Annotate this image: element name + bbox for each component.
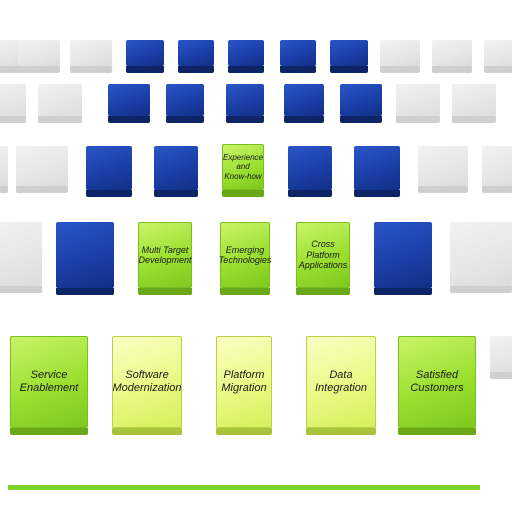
service-label: Service Enablement bbox=[19, 369, 79, 394]
multi-target-block: Multi Target Development bbox=[138, 222, 192, 295]
ghost-block bbox=[0, 84, 26, 123]
blue-block bbox=[374, 222, 432, 295]
blue-block bbox=[280, 40, 316, 73]
satisfied-block: Satisfied Customers bbox=[398, 336, 476, 435]
experience-label: Experience and Know-how bbox=[222, 153, 264, 181]
blue-block bbox=[154, 146, 198, 197]
platform-label: Platform Migration bbox=[221, 369, 267, 394]
ghost-block bbox=[38, 84, 82, 123]
ghost-block bbox=[70, 40, 112, 73]
data-integration-label: Data Integration bbox=[315, 369, 367, 394]
blue-block bbox=[340, 84, 382, 123]
ghost-block bbox=[0, 146, 8, 193]
emerging-block: Emerging Technologies bbox=[218, 222, 272, 295]
satisfied-label: Satisfied Customers bbox=[410, 369, 464, 394]
emerging-label: Emerging Technologies bbox=[218, 244, 272, 265]
ghost-block bbox=[450, 222, 512, 293]
ghost-block bbox=[484, 40, 512, 73]
ghost-block bbox=[0, 222, 42, 293]
blue-block bbox=[86, 146, 132, 197]
ghost-block bbox=[418, 146, 468, 193]
platform-block: Platform Migration bbox=[216, 336, 272, 435]
ghost-block bbox=[482, 146, 512, 193]
ghost-block bbox=[432, 40, 472, 73]
ghost-block bbox=[396, 84, 440, 123]
cross-platform-block: Cross Platform Applications bbox=[296, 222, 350, 295]
ghost-block bbox=[18, 40, 60, 73]
ghost-block bbox=[380, 40, 420, 73]
cross-platform-label: Cross Platform Applications bbox=[298, 239, 348, 271]
blue-block bbox=[108, 84, 150, 123]
experience-block: Experience and Know-how bbox=[222, 144, 264, 197]
blue-block bbox=[288, 146, 332, 197]
ghost-block bbox=[452, 84, 496, 123]
multi-target-label: Multi Target Development bbox=[138, 244, 192, 265]
blue-block bbox=[354, 146, 400, 197]
blue-block bbox=[226, 84, 264, 123]
blue-block bbox=[166, 84, 204, 123]
software-label: Software Modernization bbox=[112, 369, 182, 394]
software-block: Software Modernization bbox=[112, 336, 182, 435]
blue-block bbox=[228, 40, 264, 73]
blue-block bbox=[330, 40, 368, 73]
data-integration-block: Data Integration bbox=[306, 336, 376, 435]
blue-block bbox=[178, 40, 214, 73]
blue-block bbox=[284, 84, 324, 123]
service-block: Service Enablement bbox=[10, 336, 88, 435]
blue-block bbox=[126, 40, 164, 73]
ghost-block bbox=[16, 146, 68, 193]
baseline-bar bbox=[8, 485, 480, 490]
blue-block bbox=[56, 222, 114, 295]
ghost-block bbox=[490, 336, 512, 379]
